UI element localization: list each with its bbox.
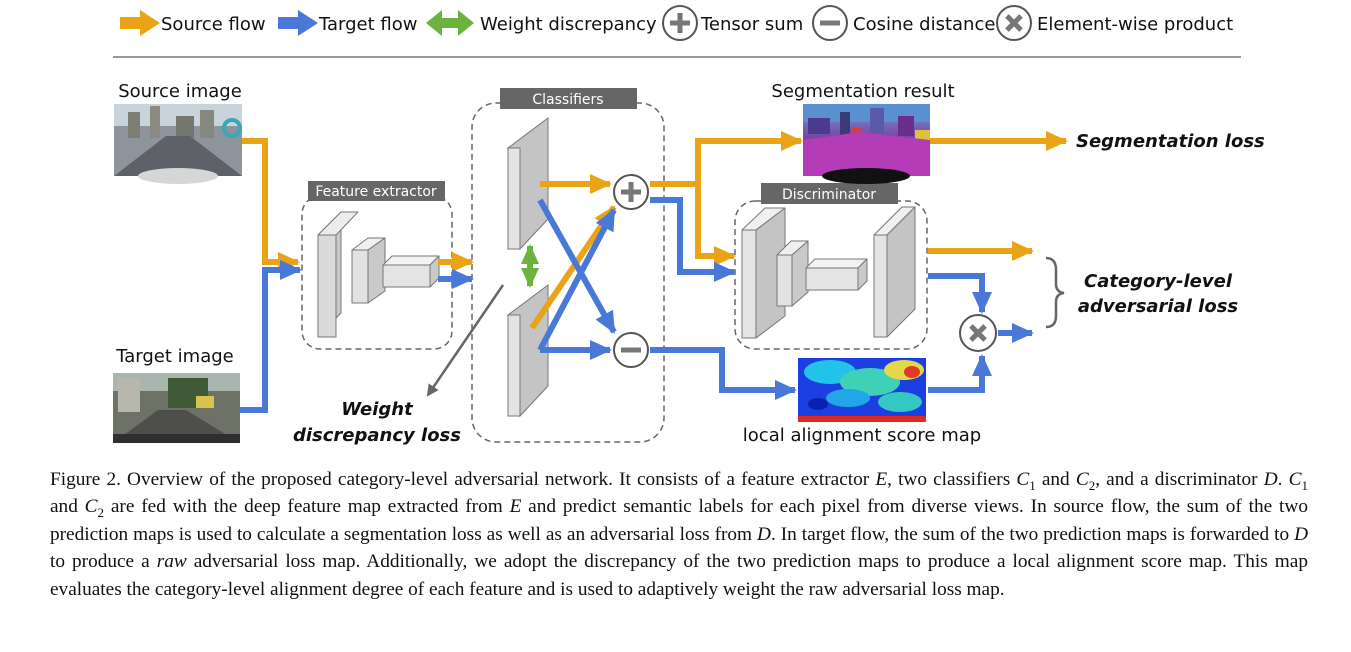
c2-to-sum-target xyxy=(537,208,617,352)
cosine-to-score-map xyxy=(650,347,797,400)
figure-caption: Figure 2. Overview of the proposed categ… xyxy=(50,469,1308,600)
legend-tensor-sum: Tensor sum xyxy=(662,5,803,41)
discriminator-layers xyxy=(741,206,916,339)
feature-extractor-label: Feature extractor xyxy=(315,184,437,200)
category-loss-label-line1: Category-level xyxy=(1084,271,1233,292)
sum-to-segmentation xyxy=(650,131,803,187)
source-image-label: Source image xyxy=(118,81,242,102)
tensor-sum-icon xyxy=(662,5,698,41)
classifiers-label: Classifiers xyxy=(532,92,603,108)
discriminator-header xyxy=(761,183,898,204)
c1-to-cosine xyxy=(537,198,617,334)
weight-discrepancy-icon xyxy=(426,10,474,36)
target-flow-arrows xyxy=(240,197,1034,413)
target-image xyxy=(113,373,240,443)
legend-target-flow-label: Target flow xyxy=(318,14,417,35)
weight-loss-label-line1: Weight xyxy=(341,399,414,420)
cosine-distance-icon xyxy=(812,5,848,41)
sum-to-discriminator-target xyxy=(650,197,736,282)
weight-loss-label-line2: discrepancy loss xyxy=(293,425,461,446)
local-alignment-score-map xyxy=(798,358,926,422)
target-flow-icon xyxy=(278,10,318,36)
element-wise-product-node xyxy=(959,314,997,352)
source-to-feature-extractor xyxy=(242,138,300,272)
feature-extractor-header xyxy=(308,181,445,201)
score-map-to-product xyxy=(928,354,992,393)
target-image-label: Target image xyxy=(115,346,233,367)
weight-loss-pointer xyxy=(426,284,505,397)
feature-extractor-layers xyxy=(317,211,440,338)
discriminator-target-output xyxy=(928,273,992,314)
segmentation-result-image xyxy=(803,104,930,184)
legend-tensor-sum-label: Tensor sum xyxy=(700,14,803,35)
category-loss-brace xyxy=(1045,256,1065,329)
tensor-sum-node xyxy=(613,174,649,210)
classifiers-header xyxy=(500,88,637,109)
target-to-feature-extractor xyxy=(240,260,302,413)
legend-cosine-distance: Cosine distance xyxy=(812,5,995,41)
legend-weight-discrepancy: Weight discrepancy xyxy=(426,10,657,36)
classifier-c1 xyxy=(506,117,549,251)
category-loss-label-line2: adversarial loss xyxy=(1078,296,1239,317)
source-flow-icon xyxy=(120,10,160,36)
sum-to-discriminator-source xyxy=(695,184,736,266)
element-wise-product-icon xyxy=(996,5,1032,41)
legend-cosine-distance-label: Cosine distance xyxy=(853,14,995,35)
segmentation-loss-label: Segmentation loss xyxy=(1076,131,1265,152)
architecture-diagram: Source flow Target flow Weight discrepan… xyxy=(113,5,1265,446)
source-image xyxy=(114,104,242,184)
cosine-distance-node xyxy=(613,332,649,368)
local-alignment-label: local alignment score map xyxy=(743,425,981,446)
legend-target-flow: Target flow xyxy=(278,10,417,36)
legend-element-wise-product: Element-wise product xyxy=(996,5,1233,41)
legend-weight-discrepancy-label: Weight discrepancy xyxy=(480,14,657,35)
legend-source-flow-label: Source flow xyxy=(161,14,266,35)
legend-source-flow: Source flow xyxy=(120,10,266,36)
legend-element-wise-product-label: Element-wise product xyxy=(1037,14,1233,35)
discriminator-label: Discriminator xyxy=(782,187,876,203)
legend: Source flow Target flow Weight discrepan… xyxy=(113,5,1241,58)
segmentation-result-label: Segmentation result xyxy=(771,81,954,102)
